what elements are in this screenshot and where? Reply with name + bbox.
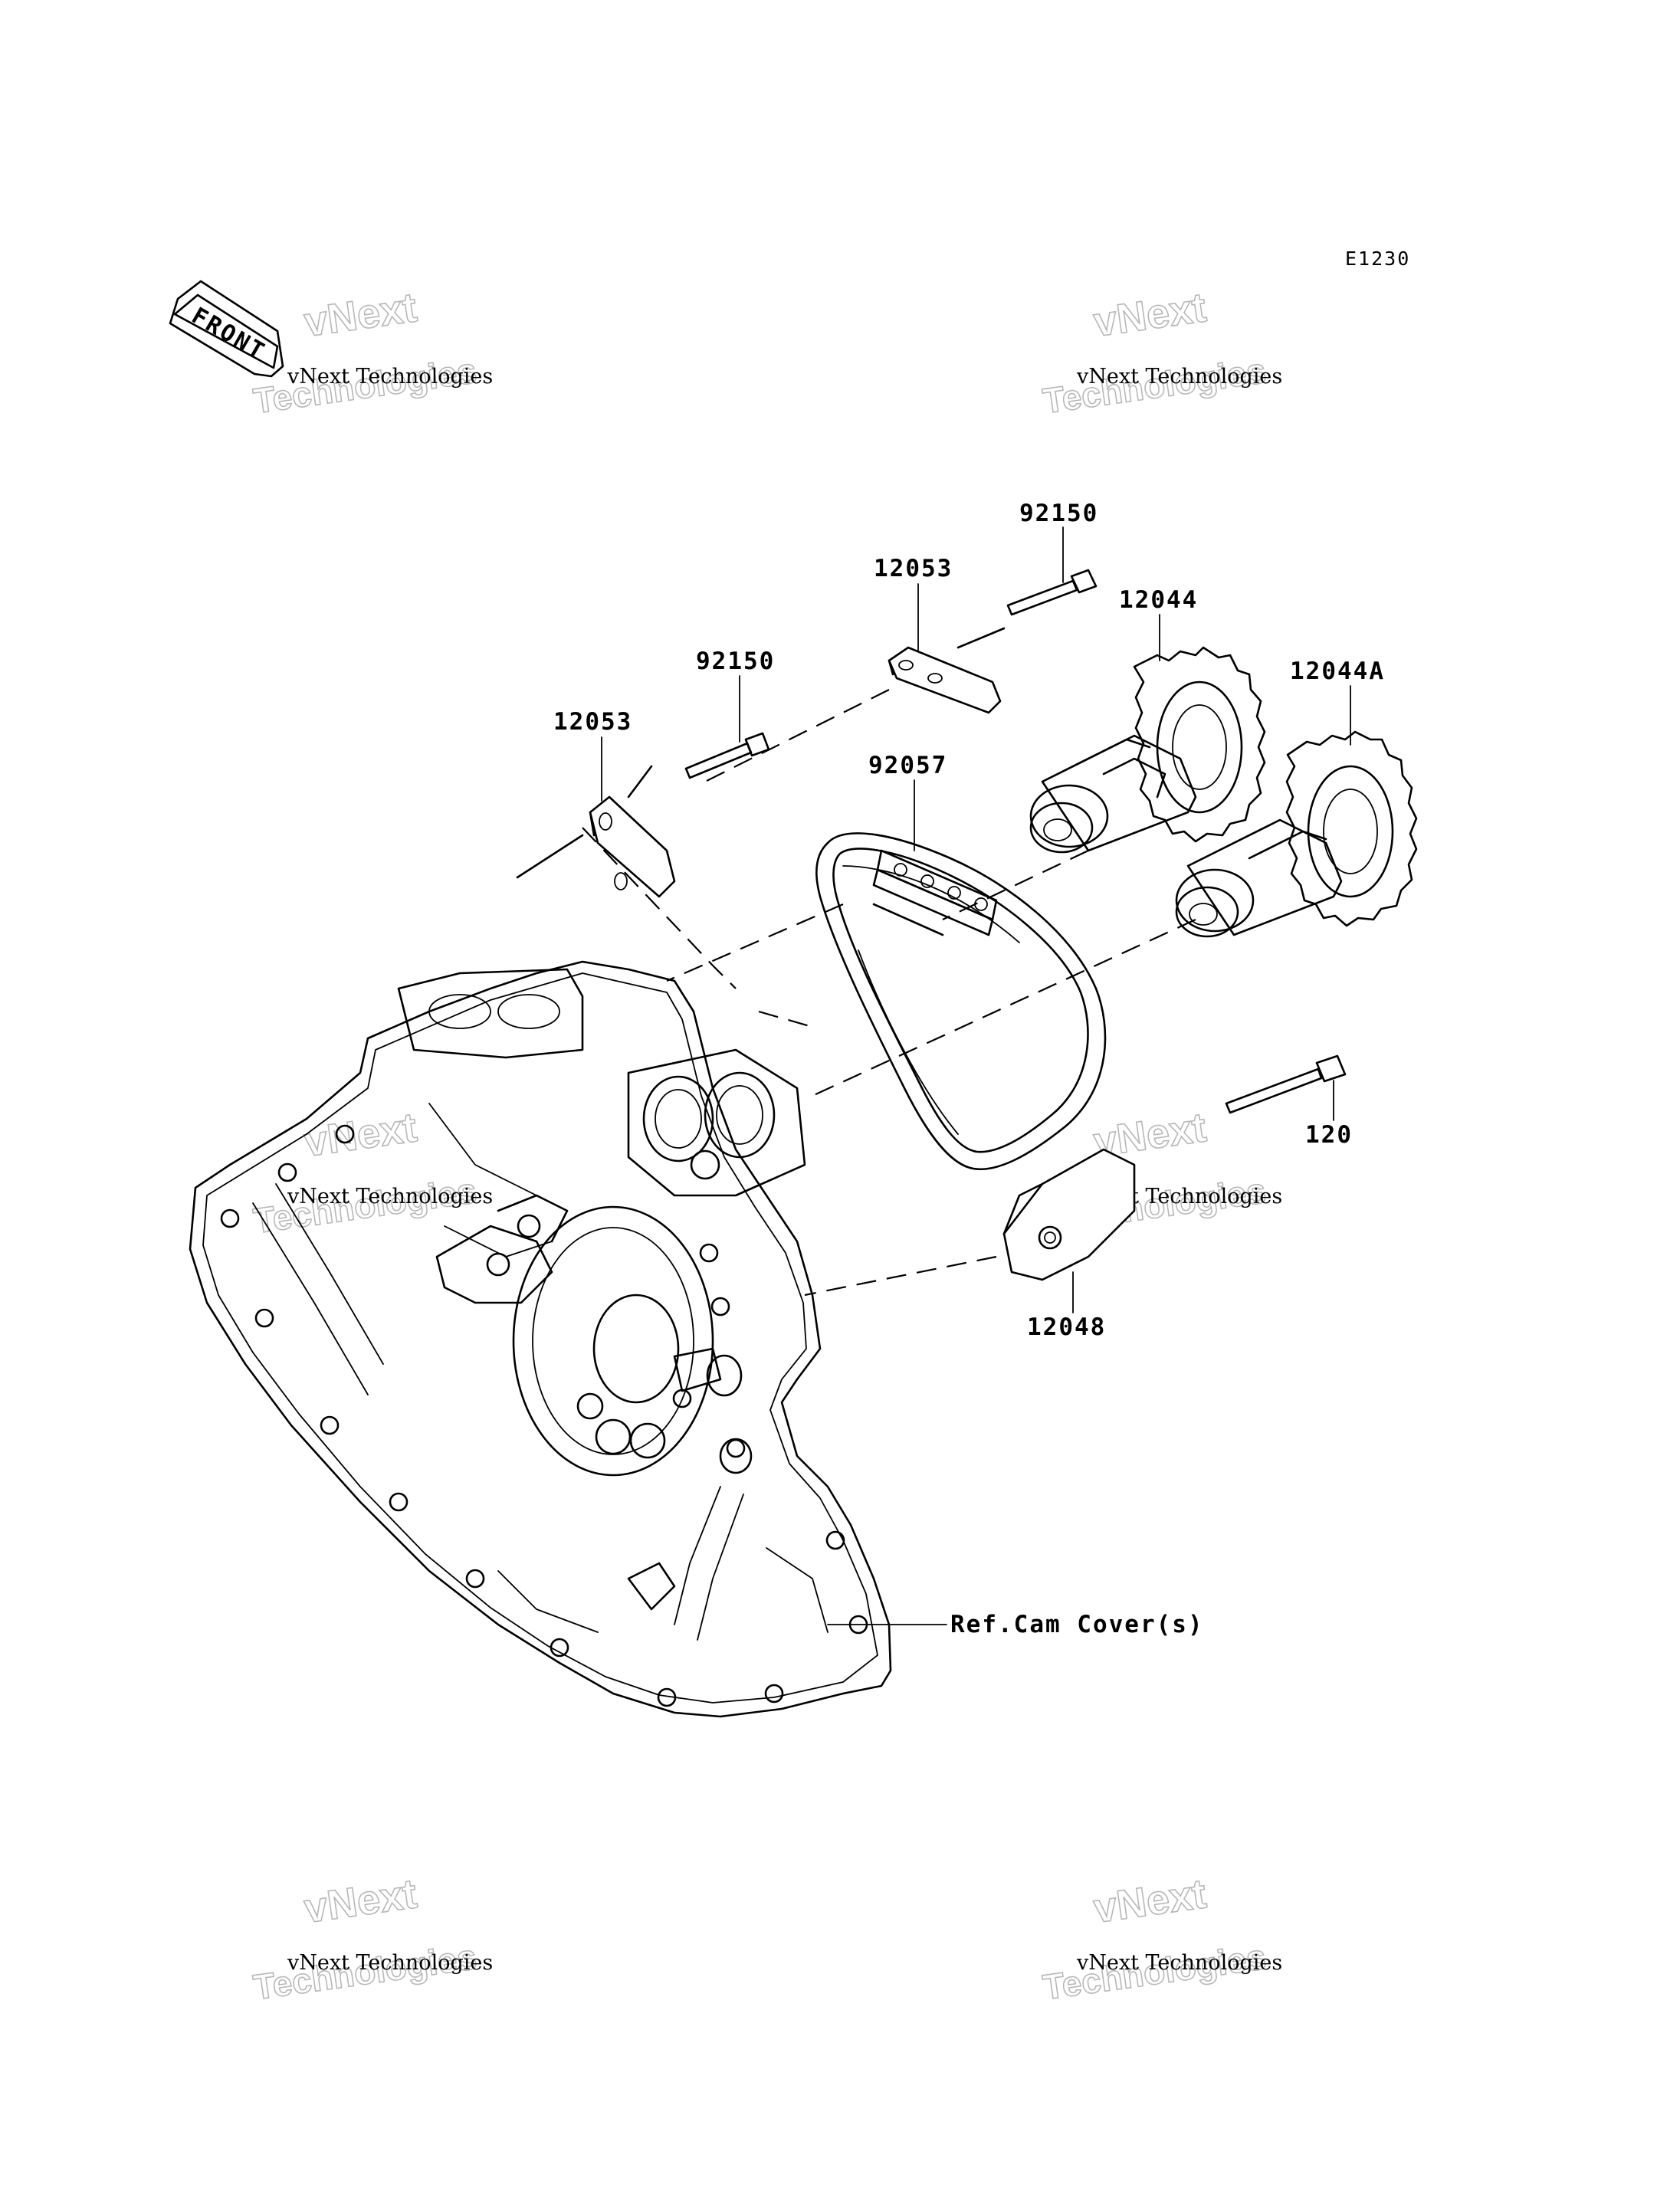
svg-text:vNext: vNext xyxy=(1091,284,1209,346)
timing-chain xyxy=(815,832,1107,1171)
part-number-bolt-lower: 92150 xyxy=(696,648,775,675)
front-arrow-icon: FRONT xyxy=(169,280,284,378)
diagram-code: E1230 xyxy=(1345,248,1410,270)
chain-links xyxy=(872,849,998,936)
chain-guide-upper xyxy=(888,646,1002,714)
chain-tensioner xyxy=(1002,1148,1136,1281)
camshaft-rear xyxy=(1175,730,1418,938)
part-number-camshaft-rear: 12044A xyxy=(1290,657,1385,685)
svg-text:vNext Technologies: vNext Technologies xyxy=(287,365,493,389)
svg-text:vNext Technologies: vNext Technologies xyxy=(287,1185,493,1208)
svg-text:vNext: vNext xyxy=(301,1104,419,1166)
watermark-bottom-left: vNext Technologies vNext Technologies xyxy=(251,1870,494,2008)
svg-text:vNext: vNext xyxy=(1091,1871,1209,1932)
leader-lines xyxy=(601,526,1351,1625)
watermark-top-right: vNext Technologies vNext Technologies xyxy=(1040,284,1283,421)
svg-text:vNext Technologies: vNext Technologies xyxy=(1076,365,1282,389)
svg-text:vNext: vNext xyxy=(301,1871,419,1932)
part-number-bolt-upper: 92150 xyxy=(1019,500,1098,527)
part-number-tensioner-bolt: 120 xyxy=(1305,1121,1353,1149)
tensioner-bolt xyxy=(1225,1054,1347,1114)
part-number-guide-upper: 12053 xyxy=(874,555,953,582)
part-number-guide-lower: 12053 xyxy=(553,708,632,736)
part-number-tensioner: 12048 xyxy=(1027,1313,1106,1341)
part-number-camshaft-front: 12044 xyxy=(1119,586,1198,614)
cam-housing xyxy=(189,960,892,1718)
bolt-lower xyxy=(684,732,770,779)
watermark-bottom-right: vNext Technologies vNext Technologies xyxy=(1040,1870,1283,2008)
bolt-upper xyxy=(1006,569,1098,616)
part-number-chain: 92057 xyxy=(868,752,947,779)
camshaft-front xyxy=(1029,646,1266,854)
svg-text:vNext Technologies: vNext Technologies xyxy=(287,1951,493,1975)
alignment-lines xyxy=(516,627,1196,1297)
svg-text:vNext Technologies: vNext Technologies xyxy=(1076,1951,1282,1975)
chain-guide-lower xyxy=(589,795,676,898)
svg-text:vNext: vNext xyxy=(301,284,419,346)
reference-label: Ref.Cam Cover(s) xyxy=(950,1611,1204,1638)
